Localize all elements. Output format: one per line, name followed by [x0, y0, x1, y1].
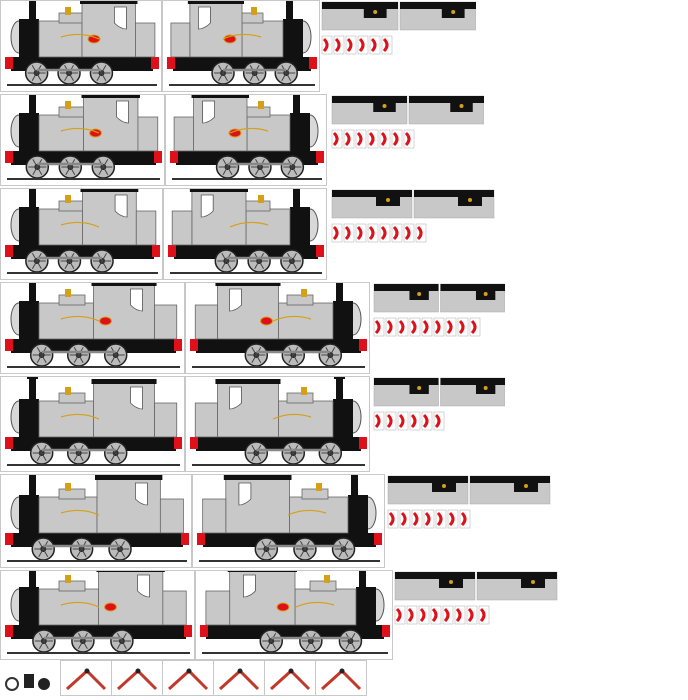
loco-left-view [0, 570, 195, 660]
loco-left-view [0, 282, 185, 374]
locomotive-sprite [200, 571, 390, 654]
locomotive-sprite [167, 1, 317, 86]
locomotive-sprite [190, 283, 367, 368]
locomotive-sprite [190, 377, 367, 466]
locomotive-sprite [5, 283, 182, 368]
lock-parts [0, 660, 58, 696]
parts-strip [373, 377, 506, 431]
sprite-row-4 [0, 282, 688, 374]
parts-area [320, 0, 477, 80]
locomotive-sprite [5, 1, 159, 86]
parts-area [386, 474, 640, 554]
parts-area [330, 94, 485, 174]
lever-part [60, 660, 112, 696]
sprite-row-1 [0, 0, 688, 92]
lever-part [315, 660, 367, 696]
locomotive-sprite [5, 475, 189, 562]
lever-part [213, 660, 265, 696]
parts-strip [321, 1, 477, 55]
locomotive-sprite [170, 95, 324, 180]
sprite-row-2 [0, 94, 688, 186]
lever-part [264, 660, 316, 696]
sprite-row-7 [0, 570, 688, 660]
loco-right-view [195, 570, 393, 660]
parts-area [393, 570, 688, 650]
loco-left-view [0, 94, 165, 186]
parts-strip [373, 283, 506, 337]
locomotive-sprite [168, 189, 324, 274]
loco-left-view [0, 474, 192, 568]
sprite-row-5 [0, 376, 688, 472]
sprite-row-3 [0, 188, 688, 280]
parts-area [372, 282, 506, 362]
loco-left-view [0, 188, 163, 280]
loco-left-view [0, 0, 162, 92]
loco-right-view [162, 0, 320, 92]
sprite-row-6 [0, 474, 688, 568]
parts-area [372, 376, 506, 456]
locomotive-sprite [5, 95, 162, 180]
loco-right-view [163, 188, 327, 280]
loco-right-view [192, 474, 385, 568]
parts-area [330, 188, 555, 268]
loco-right-view [185, 376, 370, 472]
lever-part [111, 660, 163, 696]
loco-right-view [185, 282, 370, 374]
loco-right-view [165, 94, 327, 186]
locomotive-sprite [5, 571, 192, 654]
loco-left-view [0, 376, 185, 472]
locomotive-sprite [5, 377, 182, 466]
parts-strip [331, 95, 485, 149]
parts-strip [394, 571, 558, 625]
lever-strip [0, 660, 688, 697]
lever-part [162, 660, 214, 696]
locomotive-sprite [5, 189, 160, 274]
parts-strip [387, 475, 551, 529]
locomotive-sprite [197, 475, 382, 562]
parts-strip [331, 189, 495, 243]
